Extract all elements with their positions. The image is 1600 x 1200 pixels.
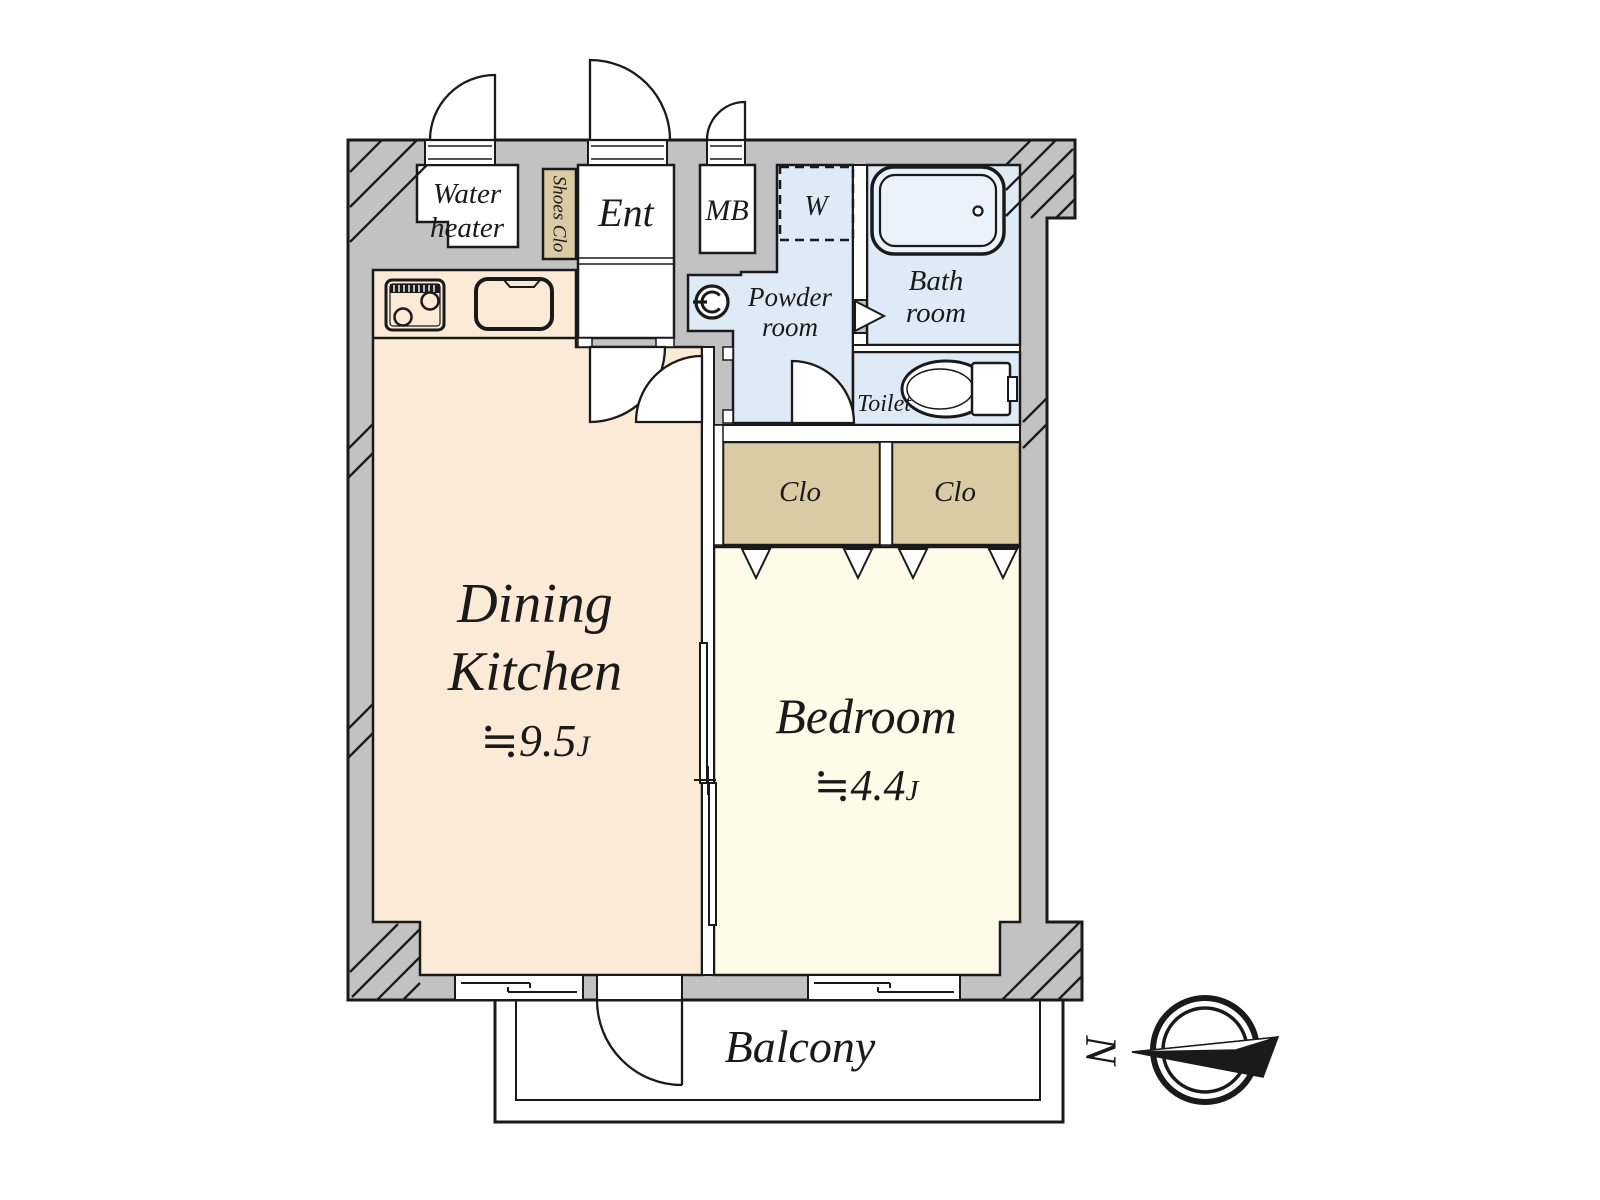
- dining-kitchen-area: ≒9.5J: [480, 715, 591, 766]
- compass-needle-light: [1131, 1036, 1279, 1053]
- hall-jamb-right: [655, 337, 675, 348]
- kitchen-stove: [384, 278, 446, 332]
- closet-top-wall: [713, 424, 1021, 443]
- toilet-handle: [1007, 376, 1018, 402]
- compass-north-label: N: [1077, 1034, 1126, 1067]
- bathtub: [870, 165, 1006, 256]
- balcony-door: [595, 974, 684, 1087]
- meter-box-door-swing: [705, 100, 747, 142]
- meter-box-door-opening: [705, 100, 747, 166]
- dining-kitchen-label-2: Kitchen: [447, 641, 622, 703]
- water-heater-label-1: Water: [433, 178, 502, 210]
- bath-room-label-2: room: [906, 297, 966, 329]
- closet1-label: Clo: [779, 476, 821, 508]
- entrance-hall: [576, 163, 676, 340]
- powder-room-label-1: Powder: [747, 282, 832, 312]
- water-heater-room: [415, 163, 520, 249]
- washer-space-outline: [778, 165, 855, 242]
- closet2-label: Clo: [934, 476, 976, 508]
- entrance-door-opening: [587, 58, 672, 166]
- entrance-label: Ent: [597, 190, 654, 235]
- toilet-fixture: [900, 359, 1018, 419]
- powder-room-door-swing: [790, 359, 856, 425]
- dk-powder-jamb-top: [722, 346, 734, 361]
- closet-middle-wall: [879, 441, 893, 546]
- toilet-label: Toilet: [857, 391, 912, 417]
- water-heater-door-swing: [428, 73, 497, 142]
- dining-kitchen-label-1: Dining: [456, 573, 613, 635]
- shoes-closet-label: Shoes Clo: [549, 176, 570, 253]
- meter-box-label: MB: [704, 194, 748, 227]
- balcony-area: [493, 998, 1065, 1124]
- balcony-label: Balcony: [725, 1021, 876, 1072]
- meter-box: [698, 163, 757, 255]
- bath-room-label-1: Bath: [909, 265, 964, 297]
- powder-bath-wall-upper: [852, 164, 868, 301]
- bath-toilet-wall: [852, 344, 1021, 353]
- hall-jamb-left: [577, 337, 593, 348]
- dk-window: [454, 974, 584, 1001]
- shoes-closet-box: [541, 167, 578, 261]
- closet2-box: [890, 440, 1022, 547]
- closet-door-marks: [740, 548, 1019, 581]
- dk-bedroom-sliding-door: [694, 642, 717, 926]
- closet1-box: [721, 440, 882, 547]
- stove-grill: [390, 284, 440, 293]
- bedroom-label: Bedroom: [775, 688, 956, 744]
- balcony-door-swing: [595, 999, 683, 1087]
- washbasin-icon: [693, 284, 730, 320]
- balcony-inner-rail: [515, 1000, 1041, 1101]
- compass: N: [1077, 995, 1280, 1105]
- washer-label: W: [804, 191, 830, 222]
- water-heater-label-2: heater: [430, 212, 505, 244]
- bathtub-drain: [972, 205, 984, 217]
- closet-left-wall: [713, 424, 724, 546]
- water-heater-door-opening: [424, 73, 497, 166]
- powder-room-label-2: room: [762, 312, 818, 342]
- bedroom-window: [807, 974, 961, 1001]
- bath-door-marker: [854, 299, 887, 333]
- entrance-door-swing: [588, 58, 672, 142]
- powder-bath-wall-lower: [852, 332, 868, 346]
- toilet-tank: [970, 361, 1012, 417]
- stove-burner-right: [420, 291, 440, 311]
- kitchen-sink: [474, 277, 554, 331]
- stove-burner-left: [393, 307, 413, 327]
- dk-door-swing: [634, 354, 704, 424]
- balcony-outer-rail: [493, 998, 1065, 1124]
- dk-powder-jamb-bottom: [722, 409, 734, 424]
- bedroom-area: ≒4.4J: [814, 761, 920, 810]
